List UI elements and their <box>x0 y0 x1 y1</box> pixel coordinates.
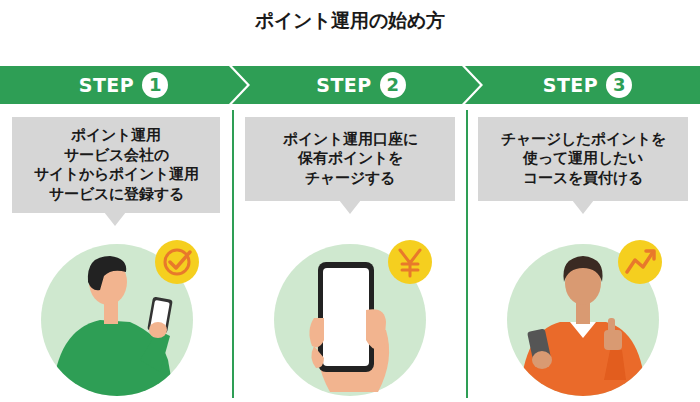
divider-line <box>232 110 234 398</box>
step-description: ポイント運用口座に 保有ポイントを チャージする <box>255 130 445 189</box>
step-description: ポイント運用 サービス会社の サイトからポイント運用 サービスに登録する <box>21 126 211 204</box>
step-number: 1 <box>142 72 168 98</box>
step-band: STEP 3 <box>465 66 700 104</box>
divider-line <box>466 110 468 398</box>
speech-bubble: ポイント運用 サービス会社の サイトからポイント運用 サービスに登録する <box>12 117 220 213</box>
step-band: STEP 2 <box>232 66 480 104</box>
step-label: STEP <box>79 74 135 96</box>
step-label: STEP <box>316 74 372 96</box>
diagram-title: ポイント運用の始め方 <box>0 8 700 34</box>
bubble-tail <box>339 200 361 214</box>
step-number: 2 <box>380 72 406 98</box>
speech-bubble: ポイント運用口座に 保有ポイントを チャージする <box>245 117 455 201</box>
hand-phone-figure <box>274 240 432 396</box>
speech-bubble: チャージしたポイントを 使って運用したい コースを買付ける <box>478 117 688 201</box>
step-number: 3 <box>606 72 632 98</box>
person-figure <box>41 240 199 400</box>
person-figure <box>507 240 662 400</box>
bubble-tail <box>572 200 594 214</box>
step-description: チャージしたポイントを 使って運用したい コースを買付ける <box>488 130 678 189</box>
step-band: STEP 1 <box>0 66 247 104</box>
bubble-tail <box>104 212 126 226</box>
step-label: STEP <box>543 74 599 96</box>
